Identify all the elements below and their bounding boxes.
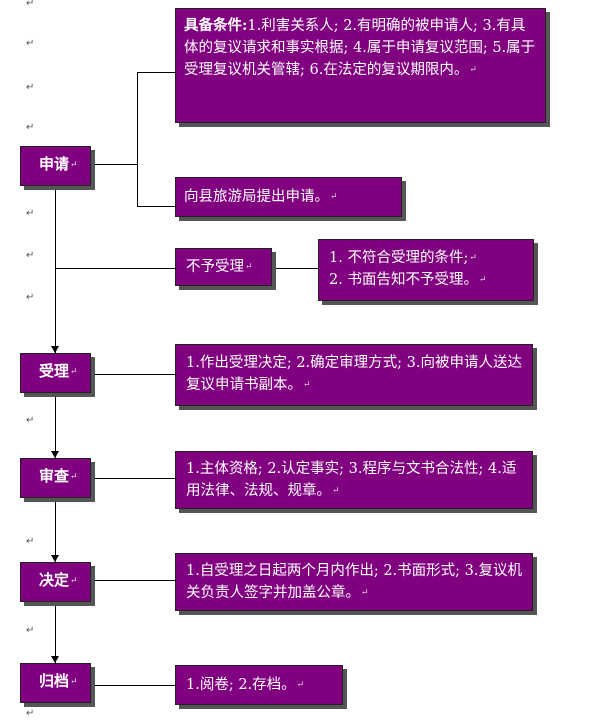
conditions-box: 具备条件:1.利害关系人; 2.有明确的被申请人; 3.有具体的复议请求和事实根… bbox=[175, 8, 546, 123]
accept-detail-text: 1.作出受理决定; 2.确定审理方式; 3.向被申请人送达复议申请书副本。 bbox=[186, 355, 522, 393]
connector-to-reject bbox=[55, 268, 175, 269]
reject-reasons-box: 1. 不符合受理的条件;↵ 2. 书面告知不予受理。↵ bbox=[318, 239, 534, 301]
paragraph-mark-9: ↵ bbox=[26, 536, 35, 547]
archive-detail-box: 1.阅卷; 2.存档。↵ bbox=[175, 665, 343, 705]
paragraph-mark: ↵ bbox=[478, 275, 487, 285]
paragraph-mark-2: ↵ bbox=[26, 38, 35, 49]
paragraph-mark: ↵ bbox=[303, 380, 311, 390]
reject-reason-1-text: 1. 不符合受理的条件; bbox=[329, 250, 469, 266]
reject-reason-1: 1. 不符合受理的条件;↵ bbox=[329, 247, 523, 269]
decide-detail-text: 1.自受理之日起两个月内作出; 2.书面形式; 3.复议机关负责人签字并加盖公章… bbox=[186, 563, 522, 601]
paragraph-mark: ↵ bbox=[70, 576, 78, 586]
step-review-label: 审查 bbox=[39, 467, 70, 485]
step-archive: 归档↵ bbox=[20, 663, 91, 703]
paragraph-mark-7: ↵ bbox=[26, 292, 35, 303]
paragraph-mark: ↵ bbox=[70, 472, 78, 482]
paragraph-mark: ↵ bbox=[469, 65, 477, 75]
paragraph-mark: ↵ bbox=[70, 367, 78, 377]
step-decide-label: 决定 bbox=[39, 571, 70, 589]
step-apply-label: 申请 bbox=[39, 155, 70, 173]
arrow-to-archive bbox=[51, 656, 59, 663]
paragraph-mark-11: ↵ bbox=[26, 708, 35, 719]
step-apply: 申请↵ bbox=[20, 146, 91, 186]
step-archive-label: 归档 bbox=[39, 672, 70, 690]
paragraph-mark-6: ↵ bbox=[26, 250, 35, 261]
connector-accept bbox=[90, 374, 175, 375]
accept-detail-box: 1.作出受理决定; 2.确定审理方式; 3.向被申请人送达复议申请书副本。↵ bbox=[175, 344, 533, 406]
main-flow-line bbox=[55, 186, 56, 673]
connector-apply-branch bbox=[137, 72, 138, 207]
review-detail-text: 1.主体资格; 2.认定事实; 3.程序与文书合法性; 4.适用法律、法规、规章… bbox=[186, 461, 517, 499]
connector-to-conditions bbox=[137, 72, 175, 73]
connector-reject-reasons bbox=[272, 268, 318, 269]
paragraph-mark-8: ↵ bbox=[26, 415, 35, 426]
paragraph-mark: ↵ bbox=[70, 160, 78, 170]
step-accept-label: 受理 bbox=[39, 362, 70, 380]
paragraph-mark-4: ↵ bbox=[26, 122, 35, 133]
paragraph-mark: ↵ bbox=[70, 677, 78, 687]
paragraph-mark: ↵ bbox=[469, 253, 477, 263]
paragraph-mark: ↵ bbox=[245, 262, 253, 272]
arrow-to-review bbox=[51, 451, 59, 458]
paragraph-mark: ↵ bbox=[330, 192, 338, 202]
archive-detail-text: 1.阅卷; 2.存档。 bbox=[186, 677, 296, 693]
paragraph-mark: ↵ bbox=[296, 680, 305, 690]
conditions-label: 具备条件: bbox=[184, 17, 248, 34]
connector-decide bbox=[90, 580, 175, 581]
arrow-to-decide bbox=[51, 555, 59, 562]
step-decide: 决定↵ bbox=[20, 562, 91, 602]
reject-reason-2: 2. 书面告知不予受理。↵ bbox=[329, 269, 523, 291]
paragraph-mark-3: ↵ bbox=[26, 82, 35, 93]
step-accept: 受理↵ bbox=[20, 353, 91, 393]
paragraph-mark-1: ↵ bbox=[26, 0, 35, 9]
reject-reason-2-text: 2. 书面告知不予受理。 bbox=[329, 272, 478, 288]
paragraph-mark: ↵ bbox=[332, 486, 340, 496]
connector-review bbox=[90, 478, 175, 479]
paragraph-mark-10: ↵ bbox=[26, 625, 35, 636]
reject-text: 不予受理 bbox=[186, 259, 244, 275]
connector-to-submit bbox=[137, 206, 175, 207]
submit-text: 向县旅游局提出申请。 bbox=[184, 189, 329, 205]
step-review: 审查↵ bbox=[20, 458, 91, 498]
paragraph-mark-5: ↵ bbox=[26, 208, 35, 219]
submit-box: 向县旅游局提出申请。↵ bbox=[175, 177, 402, 217]
review-detail-box: 1.主体资格; 2.认定事实; 3.程序与文书合法性; 4.适用法律、法规、规章… bbox=[175, 451, 533, 509]
connector-archive bbox=[90, 685, 175, 686]
conditions-text: 1.利害关系人; 2.有明确的被申请人; 3.有具体的复议请求和事实根据; 4.… bbox=[184, 18, 536, 78]
decide-detail-box: 1.自受理之日起两个月内作出; 2.书面形式; 3.复议机关负责人签字并加盖公章… bbox=[175, 553, 533, 611]
paragraph-mark: ↵ bbox=[361, 588, 369, 598]
connector-apply-right bbox=[90, 164, 138, 165]
reject-box: 不予受理↵ bbox=[175, 248, 272, 286]
arrow-to-accept bbox=[51, 346, 59, 353]
